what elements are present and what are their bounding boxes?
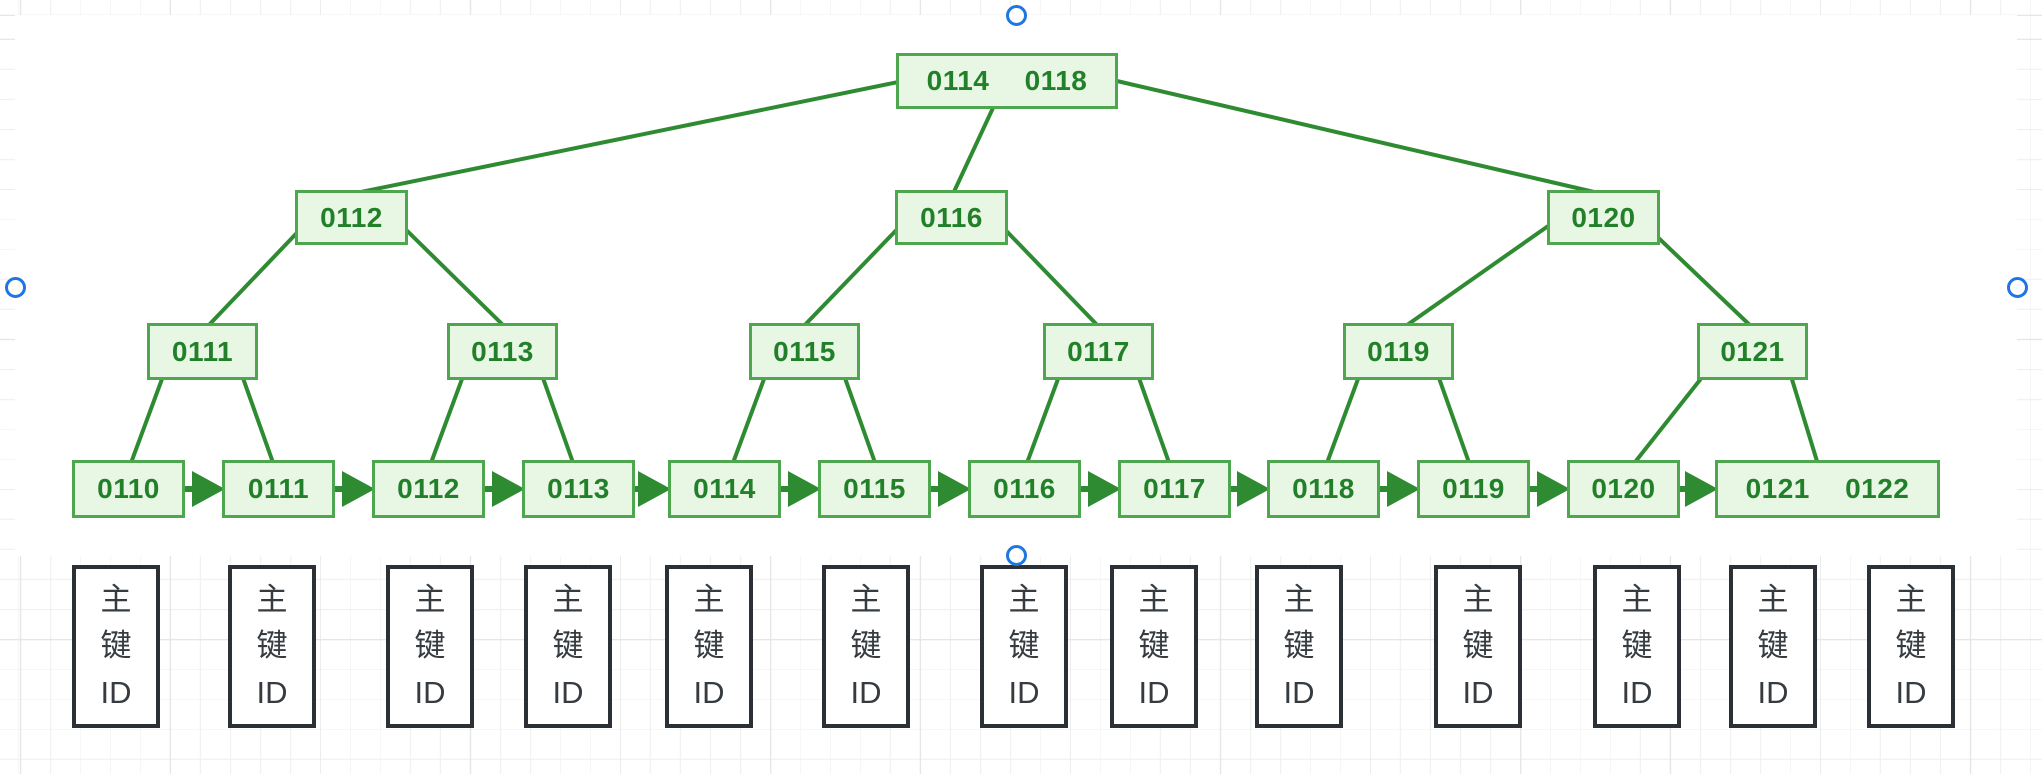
node-key: 0119 bbox=[1367, 335, 1430, 367]
data-block-13[interactable]: 主 键 ID bbox=[1867, 565, 1955, 728]
arrow-head-leaf6-leaf7[interactable] bbox=[938, 471, 971, 507]
data-block-1[interactable]: 主 键 ID bbox=[72, 565, 160, 728]
node-key: 0119 bbox=[1442, 473, 1505, 504]
leaf-node-0116[interactable]: 0116 bbox=[968, 460, 1081, 518]
node-key: 0114 bbox=[926, 65, 990, 96]
leaf-node-0110[interactable]: 0110 bbox=[72, 460, 185, 518]
leaf-node-0117[interactable]: 0117 bbox=[1118, 460, 1231, 518]
edge-0112-0113[interactable] bbox=[389, 213, 507, 329]
node-key: 0111 bbox=[171, 335, 234, 367]
leaf-node-0115[interactable]: 0115 bbox=[818, 460, 931, 518]
btree-node-0113[interactable]: 0113 bbox=[447, 323, 558, 380]
data-block-label: 主 键 ID bbox=[414, 581, 446, 710]
edge-0116-0117[interactable] bbox=[989, 213, 1102, 330]
arrow-head-leaf7-leaf8[interactable] bbox=[1088, 471, 1121, 507]
leaf-node-0119[interactable]: 0119 bbox=[1417, 460, 1530, 518]
node-key: 0113 bbox=[547, 473, 610, 504]
btree-root-node[interactable]: 0114 0118 bbox=[896, 53, 1118, 109]
btree-node-0116[interactable]: 0116 bbox=[895, 190, 1008, 245]
data-block-label: 主 键 ID bbox=[1621, 581, 1653, 710]
leaf-node-0111[interactable]: 0111 bbox=[222, 460, 335, 518]
arrow-head-leaf9-leaf10[interactable] bbox=[1387, 471, 1420, 507]
arrow-head-leaf2-leaf3[interactable] bbox=[342, 471, 375, 507]
selection-handle-right[interactable] bbox=[2007, 277, 2028, 298]
leaf-node-0121-0122[interactable]: 0121 0122 bbox=[1715, 460, 1940, 518]
data-block-6[interactable]: 主 键 ID bbox=[822, 565, 910, 728]
data-block-label: 主 键 ID bbox=[100, 581, 132, 710]
leaf-node-0112[interactable]: 0112 bbox=[372, 460, 485, 518]
data-block-label: 主 键 ID bbox=[1757, 581, 1789, 710]
btree-node-0112[interactable]: 0112 bbox=[295, 190, 408, 245]
data-block-label: 主 键 ID bbox=[1895, 581, 1927, 710]
data-block-11[interactable]: 主 键 ID bbox=[1593, 565, 1681, 728]
data-block-2[interactable]: 主 键 ID bbox=[228, 565, 316, 728]
leaf-node-0113[interactable]: 0113 bbox=[522, 460, 635, 518]
edge-0120-0119[interactable] bbox=[1398, 215, 1563, 332]
data-block-label: 主 键 ID bbox=[693, 581, 725, 710]
data-block-10[interactable]: 主 键 ID bbox=[1434, 565, 1522, 728]
btree-node-0120[interactable]: 0120 bbox=[1547, 190, 1660, 245]
arrow-head-leaf10-leaf11[interactable] bbox=[1537, 471, 1570, 507]
data-block-9[interactable]: 主 键 ID bbox=[1255, 565, 1343, 728]
node-key: 0117 bbox=[1067, 335, 1130, 367]
btree-node-0117[interactable]: 0117 bbox=[1043, 323, 1154, 380]
selection-handle-bottom[interactable] bbox=[1006, 545, 1027, 566]
node-key: 0111 bbox=[247, 473, 310, 504]
arrow-head-leaf1-leaf2[interactable] bbox=[192, 471, 225, 507]
node-key: 0112 bbox=[320, 201, 383, 233]
edge-root-0112[interactable] bbox=[354, 78, 910, 195]
node-key: 0120 bbox=[1571, 201, 1636, 233]
selection-handle-left[interactable] bbox=[5, 277, 26, 298]
node-key: 0118 bbox=[1024, 65, 1088, 96]
edge-root-0120[interactable] bbox=[1102, 76, 1609, 197]
node-key: 0122 bbox=[1845, 473, 1910, 504]
data-block-5[interactable]: 主 键 ID bbox=[665, 565, 753, 728]
edge-0116-0115[interactable] bbox=[798, 216, 910, 332]
leaf-node-0114[interactable]: 0114 bbox=[668, 460, 781, 518]
selection-handle-top[interactable] bbox=[1006, 5, 1027, 26]
node-key: 0118 bbox=[1292, 473, 1355, 504]
node-key: 0115 bbox=[843, 473, 906, 504]
btree-node-0111[interactable]: 0111 bbox=[147, 323, 258, 380]
data-block-12[interactable]: 主 键 ID bbox=[1729, 565, 1817, 728]
btree-node-0121[interactable]: 0121 bbox=[1697, 323, 1808, 380]
node-key: 0114 bbox=[693, 473, 756, 504]
arrow-head-leaf11-leaf12[interactable] bbox=[1685, 471, 1718, 507]
data-block-label: 主 键 ID bbox=[1462, 581, 1494, 710]
data-block-8[interactable]: 主 键 ID bbox=[1110, 565, 1198, 728]
arrow-head-leaf4-leaf5[interactable] bbox=[638, 471, 671, 507]
node-key: 0115 bbox=[773, 335, 836, 367]
node-key: 0121 bbox=[1745, 473, 1810, 504]
arrow-head-leaf3-leaf4[interactable] bbox=[492, 471, 525, 507]
leaf-node-0118[interactable]: 0118 bbox=[1267, 460, 1380, 518]
data-block-label: 主 键 ID bbox=[1138, 581, 1170, 710]
data-block-label: 主 键 ID bbox=[1008, 581, 1040, 710]
node-key: 0117 bbox=[1143, 473, 1206, 504]
arrow-head-leaf8-leaf9[interactable] bbox=[1237, 471, 1270, 507]
node-key: 0116 bbox=[920, 201, 983, 233]
node-key: 0112 bbox=[397, 473, 460, 504]
node-key: 0110 bbox=[97, 473, 160, 504]
leaf-node-0120[interactable]: 0120 bbox=[1567, 460, 1680, 518]
data-block-7[interactable]: 主 键 ID bbox=[980, 565, 1068, 728]
btree-node-0115[interactable]: 0115 bbox=[749, 323, 860, 380]
edge-0120-0121[interactable] bbox=[1644, 224, 1758, 333]
node-key: 0113 bbox=[471, 335, 534, 367]
arrow-head-leaf5-leaf6[interactable] bbox=[788, 471, 821, 507]
data-block-label: 主 键 ID bbox=[256, 581, 288, 710]
btree-node-0119[interactable]: 0119 bbox=[1343, 323, 1454, 380]
data-block-4[interactable]: 主 键 ID bbox=[524, 565, 612, 728]
data-block-label: 主 键 ID bbox=[850, 581, 882, 710]
data-block-label: 主 键 ID bbox=[552, 581, 584, 710]
node-key: 0121 bbox=[1720, 335, 1785, 367]
data-block-label: 主 键 ID bbox=[1283, 581, 1315, 710]
data-block-3[interactable]: 主 键 ID bbox=[386, 565, 474, 728]
node-key: 0120 bbox=[1591, 473, 1656, 504]
node-key: 0116 bbox=[993, 473, 1056, 504]
